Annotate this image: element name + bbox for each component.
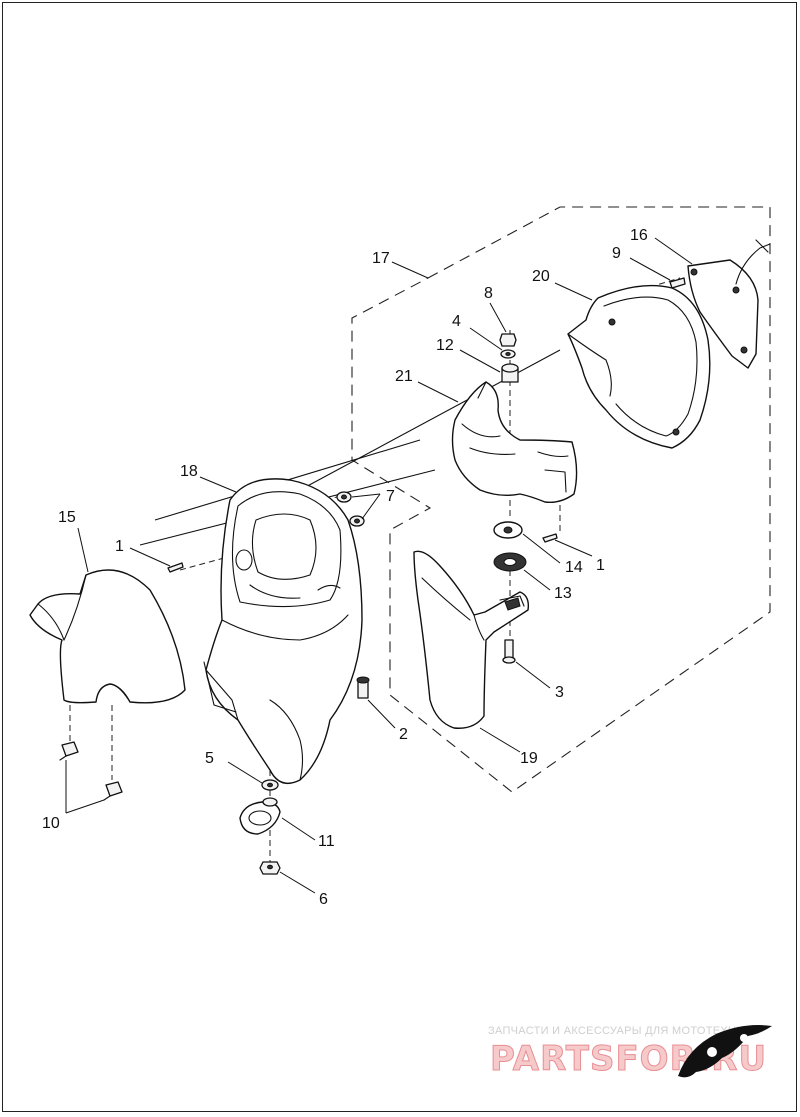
part-13-toothed-washer xyxy=(493,552,527,572)
callout-6: 6 xyxy=(319,891,328,908)
callout-12: 12 xyxy=(436,337,454,354)
part-3-screw xyxy=(502,639,516,664)
part-21-bracket-housing xyxy=(451,381,578,504)
part-18-inner-fairing xyxy=(203,478,363,784)
part-7-nuts xyxy=(336,491,365,527)
callout-10: 10 xyxy=(42,815,60,832)
part-1-screw-right xyxy=(542,533,558,543)
callout-5: 5 xyxy=(205,750,214,767)
part-20-lamp-housing xyxy=(567,284,711,449)
part-9-screw xyxy=(669,277,686,289)
part-11-clamp xyxy=(239,797,281,835)
part-16-gasket-plate xyxy=(687,239,771,369)
callout-20: 20 xyxy=(532,268,550,285)
watermark: ЗАПЧАСТИ И АКСЕССУАРЫ ДЛЯ МОТОТЕХНИКИ PA… xyxy=(488,1025,772,1080)
subassembly-boundary xyxy=(351,206,771,793)
callout-19: 19 xyxy=(520,750,538,767)
callout-2: 2 xyxy=(399,726,408,743)
callout-4: 4 xyxy=(452,313,461,330)
part-19-mounting-bracket xyxy=(413,550,530,729)
part-12-spacer xyxy=(501,363,519,383)
watermark-tagline: ЗАПЧАСТИ И АКСЕССУАРЫ ДЛЯ МОТОТЕХНИКИ xyxy=(488,1025,759,1037)
callout-16: 16 xyxy=(630,227,648,244)
part-10-clips xyxy=(59,741,123,801)
callout-leaders xyxy=(65,237,693,894)
watermark-logo-mark xyxy=(678,1025,772,1078)
callout-9: 9 xyxy=(612,245,621,262)
part-8-nut xyxy=(499,333,517,347)
callout-17: 17 xyxy=(372,250,390,267)
callout-11: 11 xyxy=(318,833,335,850)
part-1-screw-left xyxy=(167,562,184,573)
part-6-nut xyxy=(259,861,281,875)
callout-13: 13 xyxy=(554,585,572,602)
callout-8: 8 xyxy=(484,285,493,302)
callout-14: 14 xyxy=(565,559,583,576)
callout-1: 1 xyxy=(596,557,605,574)
part-15-outer-cowl xyxy=(29,569,186,704)
callout-labels: 1 1 2 3 4 5 6 7 8 9 10 11 12 13 14 15 16… xyxy=(42,227,648,908)
part-2-screw xyxy=(356,676,370,699)
callout-15: 15 xyxy=(58,509,76,526)
callout-18: 18 xyxy=(180,463,198,480)
callout-1: 1 xyxy=(115,538,124,555)
callout-7: 7 xyxy=(386,488,395,505)
callout-3: 3 xyxy=(555,684,564,701)
callout-21: 21 xyxy=(395,368,413,385)
part-5-washer xyxy=(261,779,279,791)
part-4-washer xyxy=(500,349,516,359)
part-14-washer xyxy=(493,521,523,539)
